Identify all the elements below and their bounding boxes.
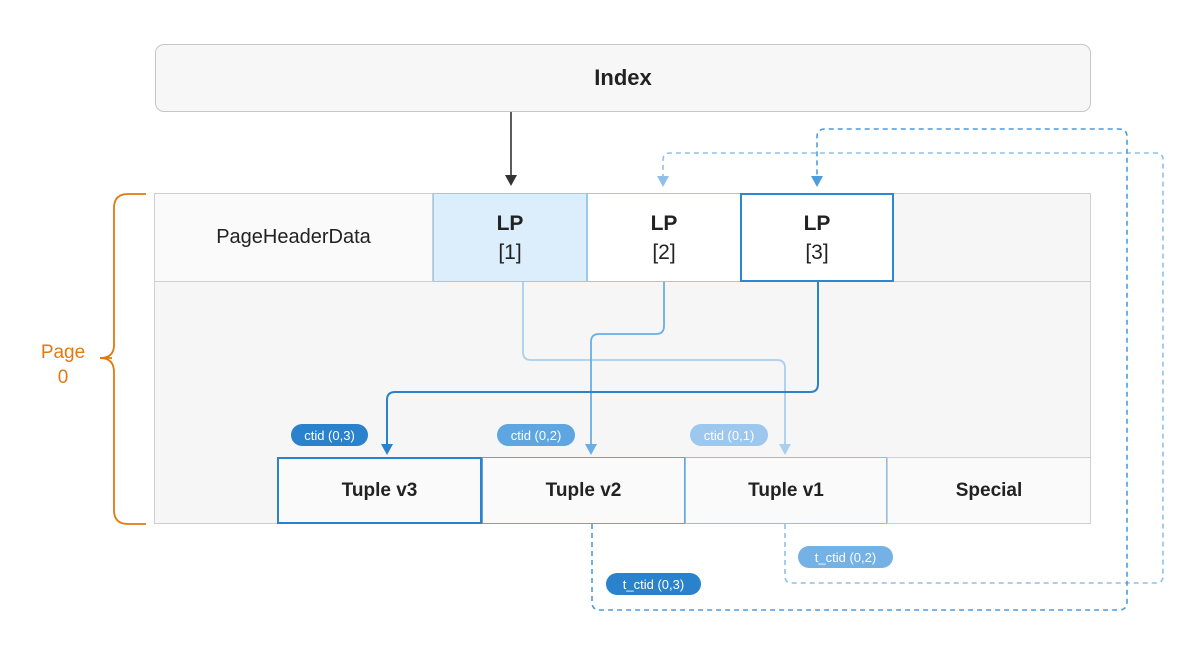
index-box: Index — [155, 44, 1091, 112]
tuple-v3: Tuple v3 — [277, 457, 482, 524]
lp1-title: LP — [496, 211, 524, 235]
lp3-title: LP — [803, 211, 831, 235]
line-pointer-3: LP [3] — [740, 193, 894, 282]
page-label-line2: 0 — [57, 367, 69, 388]
t-ctid-badge-v1: t_ctid (0,2) — [798, 546, 893, 568]
lp3-index: [3] — [805, 240, 829, 264]
tuple-v3-label: Tuple v3 — [341, 479, 418, 501]
index-label: Index — [594, 65, 652, 90]
ctid-v1-text: ctid (0,1) — [703, 427, 755, 443]
lp2-index: [2] — [652, 240, 676, 264]
page-label-line1: Page — [40, 342, 86, 363]
t-ctid-badge-v2: t_ctid (0,3) — [606, 573, 701, 595]
page-label: Page 0 — [28, 340, 98, 390]
line-pointer-1: LP [1] — [433, 193, 587, 282]
ctid-badge-v2: ctid (0,2) — [497, 424, 575, 446]
tuple-v1: Tuple v1 — [685, 457, 887, 524]
special-space: Special — [887, 457, 1091, 524]
page-header-label: PageHeaderData — [216, 226, 371, 248]
lp2-title: LP — [650, 211, 678, 235]
index-to-lp1-arrow — [505, 112, 517, 186]
ctid-badge-v3: ctid (0,3) — [291, 424, 368, 446]
page-header-data: PageHeaderData — [155, 194, 433, 282]
ctid-v2-text: ctid (0,2) — [510, 427, 562, 443]
tuple-v1-label: Tuple v1 — [748, 479, 824, 501]
t-ctid-v1-text: t_ctid (0,2) — [814, 549, 877, 565]
line-pointer-2: LP [2] — [587, 193, 741, 282]
t-ctid-v2-text: t_ctid (0,3) — [622, 576, 685, 592]
tuple-v2: Tuple v2 — [482, 457, 685, 524]
ctid-badge-v1: ctid (0,1) — [690, 424, 768, 446]
tuple-v2-label: Tuple v2 — [545, 479, 622, 501]
lp1-index: [1] — [498, 240, 522, 264]
header-free-space — [893, 194, 1090, 282]
special-label: Special — [955, 479, 1023, 501]
ctid-v3-text: ctid (0,3) — [304, 427, 355, 443]
